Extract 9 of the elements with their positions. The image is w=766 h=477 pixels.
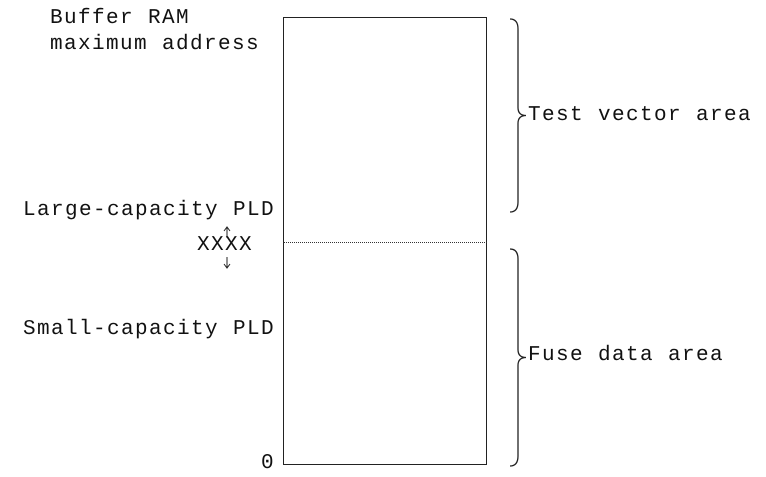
area-label: Test vector area xyxy=(528,103,754,129)
address-label: Buffer RAM maximum address xyxy=(50,6,262,58)
address-label: Small-capacity PLD xyxy=(22,317,275,343)
address-label: XXXX xyxy=(196,233,254,259)
memory-region xyxy=(283,243,487,465)
memory-region xyxy=(283,17,487,243)
address-label: 0 xyxy=(260,451,275,477)
address-label: Large-capacity PLD xyxy=(22,198,275,224)
area-label: Fuse data area xyxy=(528,343,726,369)
